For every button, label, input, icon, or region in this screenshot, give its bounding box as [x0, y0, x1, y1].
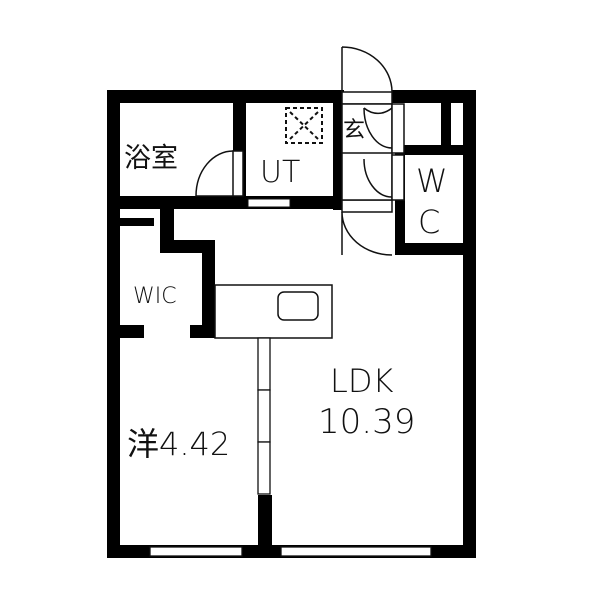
- room-label-ldk: LDK: [330, 362, 394, 400]
- entrance-doors: [341, 46, 405, 256]
- bath-door: [195, 150, 244, 197]
- ut-window: [247, 198, 291, 208]
- room-label-toilet-c: C: [418, 203, 441, 241]
- storage: [405, 103, 441, 145]
- room-area-ldk: 10.39: [318, 402, 416, 442]
- kitchen-counter: [214, 284, 333, 339]
- room-label-western: 洋4.42: [127, 425, 231, 463]
- room-label-bath: 浴室: [124, 143, 178, 174]
- room-label-entrance: 玄: [343, 118, 366, 143]
- sink-icon: [277, 291, 319, 321]
- room-label-wic: WIC: [133, 284, 177, 309]
- windows: [149, 546, 432, 557]
- room-label-toilet-w: W: [416, 162, 448, 200]
- ventilation-fan-icon: [285, 107, 323, 144]
- room-label-utility: UT: [260, 155, 301, 190]
- sliding-doors: [257, 337, 271, 495]
